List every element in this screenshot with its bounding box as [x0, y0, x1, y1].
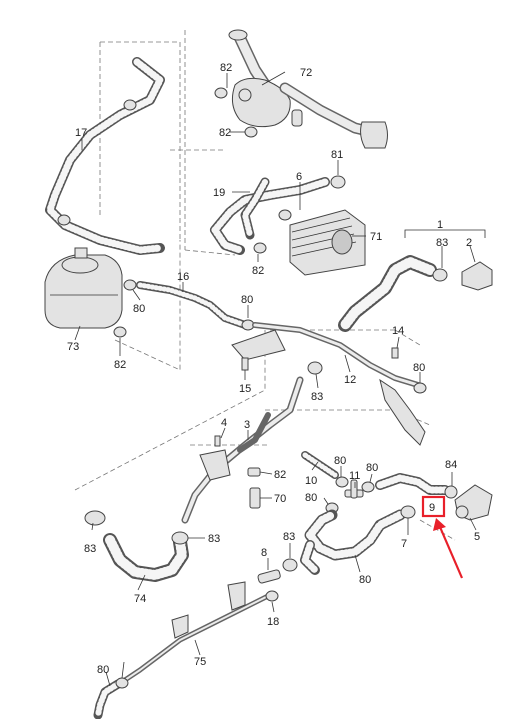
- callout-19: 19: [213, 187, 225, 199]
- callout-8: 80: [359, 574, 371, 586]
- highlight-arrow-shaft: [438, 526, 464, 579]
- pipe-74: [257, 569, 281, 584]
- hose-75: [93, 677, 129, 719]
- callout-labels: 72 82 82 17 81 19 6 71 82 1 83 2 16 80 8…: [67, 62, 480, 676]
- expansion-tank-73: [44, 247, 123, 329]
- callout-5: 74: [134, 593, 146, 605]
- callout-83: 7: [401, 538, 407, 550]
- oil-cooler-71: [289, 209, 366, 276]
- callout-70: 70: [274, 493, 286, 505]
- component-drawings: [44, 29, 493, 719]
- hose-16: [136, 281, 255, 331]
- callout-71: 71: [370, 231, 382, 243]
- pipe-3: [181, 376, 304, 524]
- callout-14: 14: [392, 325, 404, 337]
- t-connector-11: [325, 479, 375, 514]
- hose-9: [375, 473, 458, 499]
- callout-6: 6: [296, 171, 302, 183]
- callout-80: 80: [413, 362, 425, 374]
- hose-8: [282, 505, 416, 575]
- callout-83: 83: [208, 533, 220, 545]
- callout-82: 82: [274, 469, 286, 481]
- callout-80: 80: [133, 303, 145, 315]
- callout-12: 12: [344, 374, 356, 386]
- highlight-arrow-head: [433, 518, 446, 531]
- hose-19-6: [210, 177, 330, 255]
- callout-2: 2: [466, 237, 472, 249]
- callout-83: 83: [311, 391, 323, 403]
- callout-9: 9: [429, 502, 435, 514]
- leader-lines: [74, 71, 486, 687]
- callout-75: 80: [97, 664, 109, 676]
- callout-72: 72: [300, 67, 312, 79]
- callout-18: 75: [194, 656, 206, 668]
- callout-3: 3: [244, 419, 250, 431]
- callout-16: 16: [177, 271, 189, 283]
- hose-5: [84, 510, 189, 582]
- callout-80: 80: [366, 462, 378, 474]
- callout-84: 83: [84, 543, 96, 555]
- callout-80: 18: [267, 616, 279, 628]
- pipe-12: [231, 322, 427, 446]
- callout-17: 17: [75, 127, 87, 139]
- callout-82: 82: [219, 127, 231, 139]
- hose-10: [301, 451, 349, 488]
- callout-83: 83: [436, 237, 448, 249]
- callout-80: 80: [305, 492, 317, 504]
- highlight-box: [421, 495, 446, 518]
- callout-1: 1: [437, 219, 443, 231]
- pipe-18: [122, 581, 279, 683]
- hose-17: [45, 57, 165, 255]
- callout-7: 5: [474, 531, 480, 543]
- callout-82: 82: [220, 62, 232, 74]
- callout-11: 11: [349, 470, 360, 482]
- callout-80: 84: [445, 459, 457, 471]
- clamp-82-tank: [113, 326, 127, 338]
- callout-82: 82: [114, 359, 126, 371]
- assembly-dashed-lines: [74, 30, 456, 541]
- callout-10: 10: [305, 475, 317, 487]
- callout-74: 8: [261, 547, 267, 559]
- callout-81: 81: [331, 149, 343, 161]
- connector-70: [247, 467, 261, 509]
- highlight-marker: [421, 495, 464, 579]
- thermostat-housing-72: [228, 29, 388, 149]
- callout-15: 15: [239, 383, 251, 395]
- callout-82: 82: [252, 265, 264, 277]
- callout-73: 73: [67, 341, 79, 353]
- callout-80: 80: [334, 455, 346, 467]
- callout-80: 80: [241, 294, 253, 306]
- callout-4: 4: [221, 417, 227, 429]
- hose-1: [338, 255, 493, 332]
- clamp-81: [330, 175, 346, 189]
- clamp-80-tank: [123, 279, 137, 291]
- callout-83: 83: [283, 531, 295, 543]
- connector-7: [454, 484, 493, 521]
